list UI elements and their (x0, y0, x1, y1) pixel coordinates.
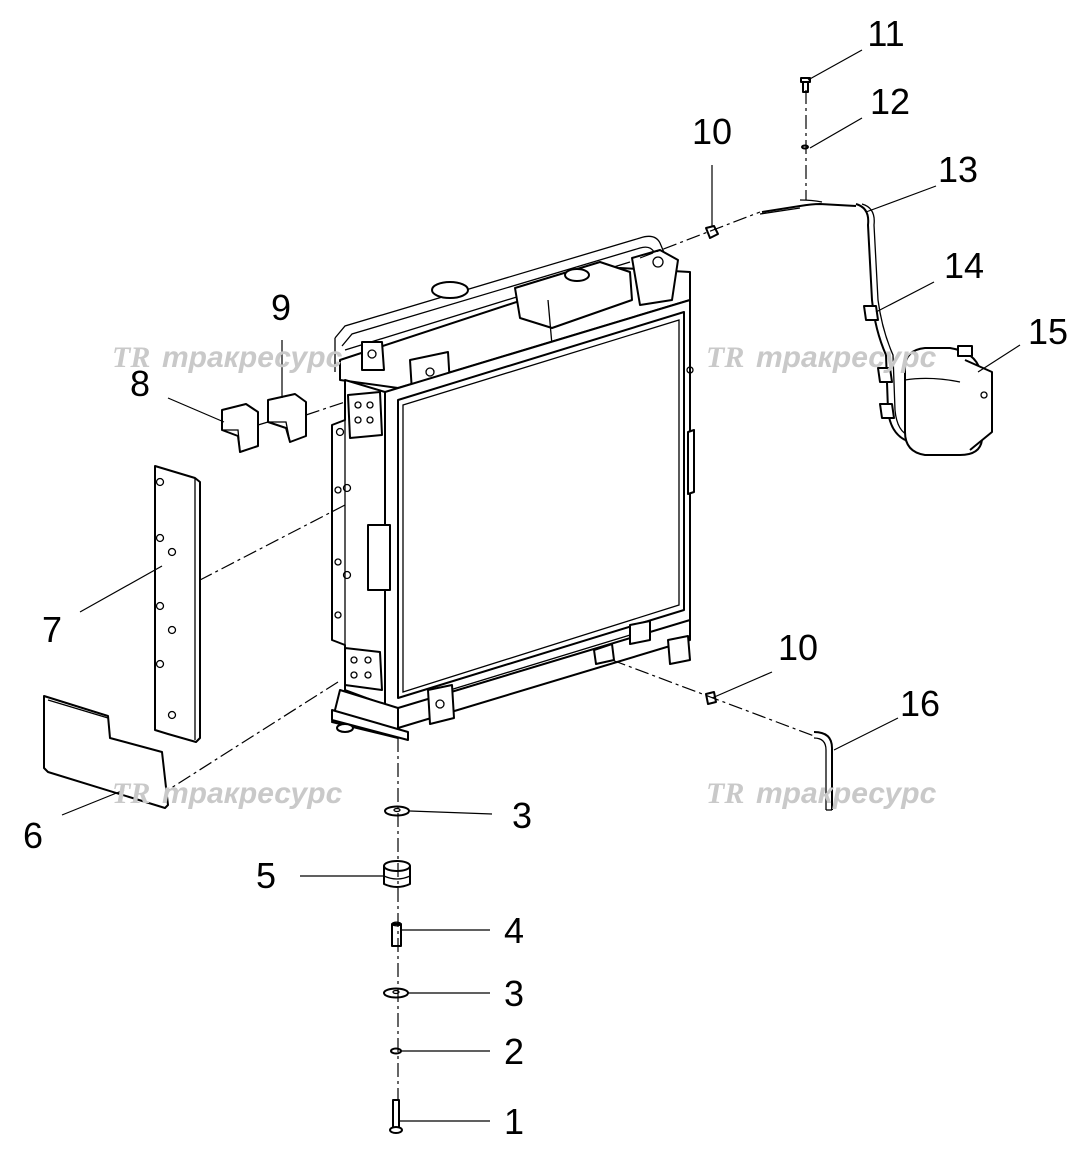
bolt-11 (800, 77, 811, 93)
callout-10-upper: 10 (692, 111, 732, 152)
plate-7 (154, 465, 201, 743)
callout-16: 16 (900, 683, 940, 724)
callout-1: 1 (504, 1101, 524, 1142)
sleeve-4 (391, 921, 402, 947)
callout-4: 4 (504, 910, 524, 951)
callout-15: 15 (1028, 311, 1068, 352)
callout-2: 2 (504, 1031, 524, 1072)
callout-13: 13 (938, 149, 978, 190)
callout-9: 9 (271, 287, 291, 328)
callout-6: 6 (23, 815, 43, 856)
callout-numbers: 1 2 3 3 4 5 6 7 8 9 10 10 11 12 13 14 15… (23, 13, 1068, 1142)
callout-8: 8 (130, 363, 150, 404)
washer-12 (801, 144, 809, 150)
callout-7: 7 (42, 609, 62, 650)
watermark-logo: TR (706, 341, 744, 374)
watermark-logo: TR (112, 777, 150, 810)
watermark-right-bottom: TR тракресурс (706, 777, 937, 810)
watermark-right-top: TR тракресурс (706, 341, 937, 374)
callout-14: 14 (944, 245, 984, 286)
callout-3-lower: 3 (504, 973, 524, 1014)
clamp-14 (863, 305, 895, 419)
watermark-logo: TR (112, 341, 150, 374)
clip-10-upper (705, 225, 719, 239)
expansion-tank-15 (904, 345, 993, 456)
watermark-text: тракресурс (162, 777, 343, 810)
bolt-1 (389, 1099, 403, 1134)
bracket-8 (221, 403, 259, 453)
foam-pad-6 (43, 695, 169, 809)
pipe-16 (813, 731, 833, 811)
callout-12: 12 (870, 81, 910, 122)
mount-5 (383, 860, 411, 888)
callout-10-lower: 10 (778, 627, 818, 668)
watermark-text: тракресурс (162, 341, 343, 374)
callout-3-upper: 3 (512, 795, 532, 836)
watermark-text: тракресурс (756, 341, 937, 374)
washer-2 (390, 1047, 402, 1055)
washer-3-upper (384, 805, 410, 817)
watermark-left-top: TR тракресурс (112, 341, 343, 374)
clip-10-lower (705, 691, 717, 705)
callout-11: 11 (867, 13, 904, 54)
washer-3-lower (383, 987, 409, 999)
watermark-logo: TR (706, 777, 744, 810)
bracket-9 (267, 393, 307, 443)
watermark-text: тракресурс (756, 777, 937, 810)
watermark-left-bottom: TR тракресурс (112, 777, 343, 810)
callout-5: 5 (256, 855, 276, 896)
radiator-assembly (331, 235, 695, 741)
leader-lines (61, 49, 1021, 1122)
